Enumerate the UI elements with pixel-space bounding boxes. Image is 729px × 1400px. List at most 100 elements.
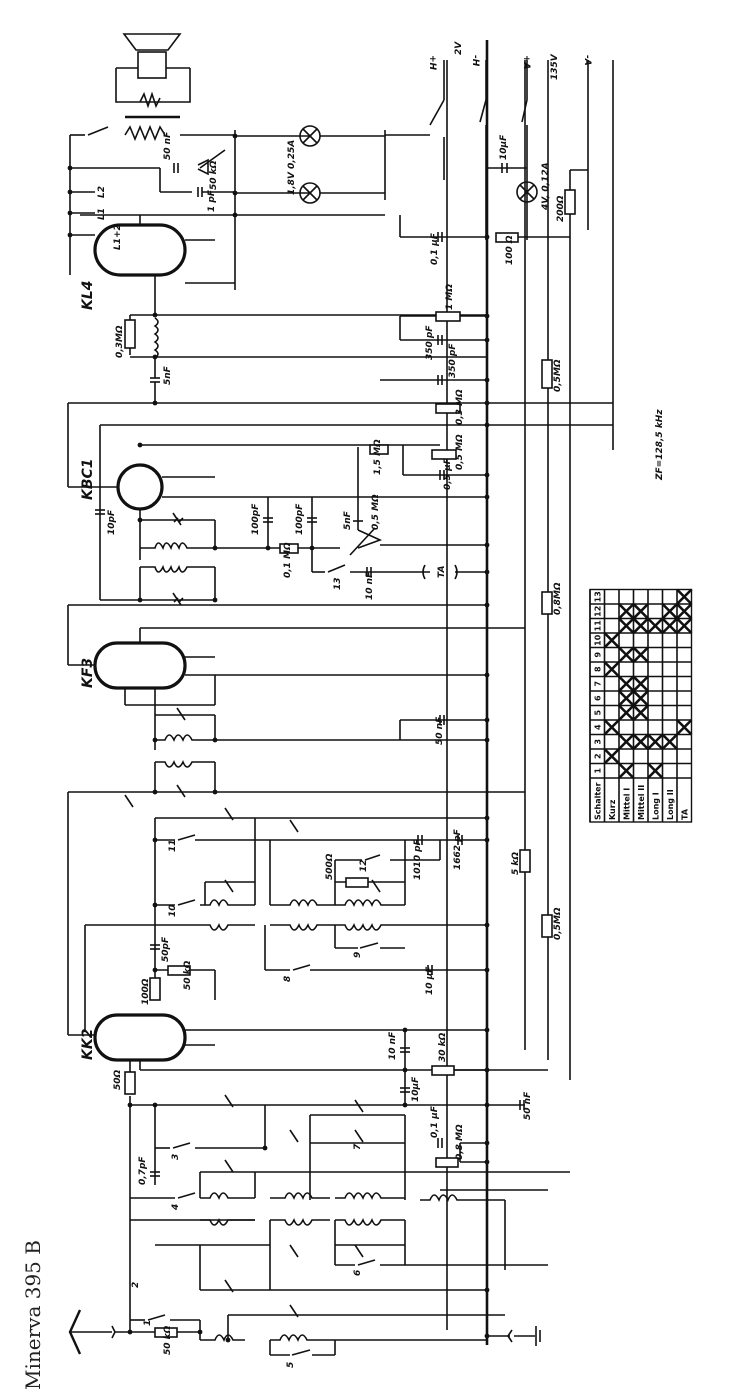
cap-10nf-det-label: 10 nF: [365, 571, 375, 600]
junction-dot: [232, 190, 238, 196]
junction-dot: [484, 717, 490, 723]
rf-input-network: [129, 1094, 570, 1356]
table-cross-mark: [676, 603, 693, 620]
table-row-label: Mittel II: [637, 785, 646, 820]
junction-dot: [484, 815, 490, 821]
junction-dot: [212, 737, 218, 743]
res-05m-bias-label: 0,5MΩ: [553, 359, 563, 392]
table-cross-mark: [632, 603, 649, 620]
ground-symbol: [487, 1326, 541, 1346]
output-jacks: [70, 149, 385, 236]
junction-dot: [262, 1145, 268, 1151]
junction-dots: [67, 133, 490, 1343]
cap-07pf-label: 0,7pF: [138, 1156, 148, 1185]
table-cross-mark: [618, 690, 635, 707]
switch-5-label: 5: [286, 1362, 296, 1368]
jack-l12-label: L1+2: [113, 224, 123, 250]
switch-8-label: 8: [283, 976, 293, 982]
junction-dot: [484, 494, 490, 500]
junction-dot: [484, 922, 490, 928]
junction-dot: [265, 545, 271, 551]
switch-4-label: 4: [171, 1204, 181, 1211]
junction-dot: [67, 165, 73, 171]
junction-dot: [197, 1329, 203, 1335]
res-100-label: 100 Ω: [505, 235, 515, 265]
junction-dot: [484, 602, 490, 608]
table-cross-mark: [632, 617, 649, 634]
switch-3-label: 3: [171, 1154, 181, 1160]
switch-7-label: 7: [353, 1143, 363, 1150]
terminal-minus-a: -A: [582, 55, 592, 66]
junction-dot: [137, 442, 143, 448]
table-cross-mark: [676, 588, 693, 605]
junction-dot: [152, 967, 158, 973]
table-column-number: 9: [594, 652, 603, 658]
res-03m-label: 0,3 MΩ: [455, 389, 465, 425]
junction-dot: [484, 569, 490, 575]
junction-dot: [152, 837, 158, 843]
junction-dot: [152, 737, 158, 743]
pilot-lamp-label: 1,8V 0,25A: [287, 140, 297, 195]
junction-dot: [152, 902, 158, 908]
cap-1010-label: 1010 pF: [413, 838, 423, 880]
table-cross-mark: [632, 675, 649, 692]
res-50k-ant-label: 50 kΩ: [163, 1325, 173, 1355]
junction-dot: [484, 472, 490, 478]
switch-2-label: 2: [131, 1282, 141, 1288]
table-cross-mark: [603, 719, 620, 736]
diagram-title: Minerva 395 B: [21, 1240, 45, 1390]
if-frequency-label: ZF=128,5 kHz: [655, 409, 665, 481]
table-cross-mark: [618, 733, 635, 750]
res-15m-label: 1,5 MΩ: [373, 439, 383, 475]
res-08m-mixer-label: 0,8 MΩ: [455, 1124, 465, 1160]
table-cross-mark: [618, 603, 635, 620]
res-01m-label: 0,1 MΩ: [283, 542, 293, 578]
table-cross-mark: [618, 617, 635, 634]
junction-dot: [212, 545, 218, 551]
junction-dot: [484, 234, 490, 240]
junction-dot: [212, 789, 218, 795]
res-100-mixer-label: 100Ω: [141, 978, 151, 1005]
res-50-label: 50Ω: [113, 1069, 123, 1090]
table-cross-mark: [632, 704, 649, 721]
bus-lines: [234, 40, 614, 1345]
labels: +H -H +A -A 2V 135V 1,8V 0,25A 4V, 0,12A…: [21, 41, 665, 1390]
res-05m-label: 0,5 MΩ: [455, 434, 465, 470]
tone-pot-label: 50 kΩ: [209, 160, 219, 190]
anode-voltage-label: 135V: [550, 53, 560, 80]
terminal-minus-h: -H: [470, 55, 480, 67]
junction-dot: [484, 313, 490, 319]
cap-1pf-label: 1 pF: [207, 189, 217, 212]
oscillator-network: [84, 794, 487, 1030]
table-cross-mark: [676, 617, 693, 634]
tube-kk2-label: KK2: [80, 1029, 96, 1060]
junction-dot: [402, 1102, 408, 1108]
if-transformer-2: [67, 512, 487, 665]
cap-50pf-label: 50pF: [161, 936, 171, 962]
junction-dot: [212, 597, 218, 603]
jack-l1-label: L1: [97, 208, 107, 220]
if-transformer-1: [68, 707, 525, 798]
junction-dot: [484, 1333, 490, 1339]
table-cross-mark: [603, 661, 620, 678]
junction-dot: [127, 1329, 133, 1335]
table-cross-mark: [603, 748, 620, 765]
ta-jack-label: TA: [437, 566, 447, 578]
if-cap-50nf-label: 50 nF: [435, 716, 445, 745]
tube-kbc1: [67, 403, 487, 600]
tube-kf3-label: KF3: [80, 658, 96, 688]
tube-kl4: [93, 223, 235, 315]
table-column-number: 6: [594, 695, 603, 701]
cap-10pf-label: 10pF: [107, 509, 117, 535]
choke-res-label: 0,3MΩ: [115, 325, 125, 358]
jack-l2-label: L2: [97, 186, 107, 198]
junction-dot: [484, 837, 490, 843]
coupling-cap-label: 5nF: [163, 365, 173, 385]
res-1m-label: 1 MΩ: [445, 284, 455, 310]
cap-05uf-label: 0,5 µF: [443, 457, 453, 490]
junction-dot: [402, 1067, 408, 1073]
detector-network: [95, 444, 487, 580]
junction-dot: [484, 422, 490, 428]
junction-dot: [484, 672, 490, 678]
